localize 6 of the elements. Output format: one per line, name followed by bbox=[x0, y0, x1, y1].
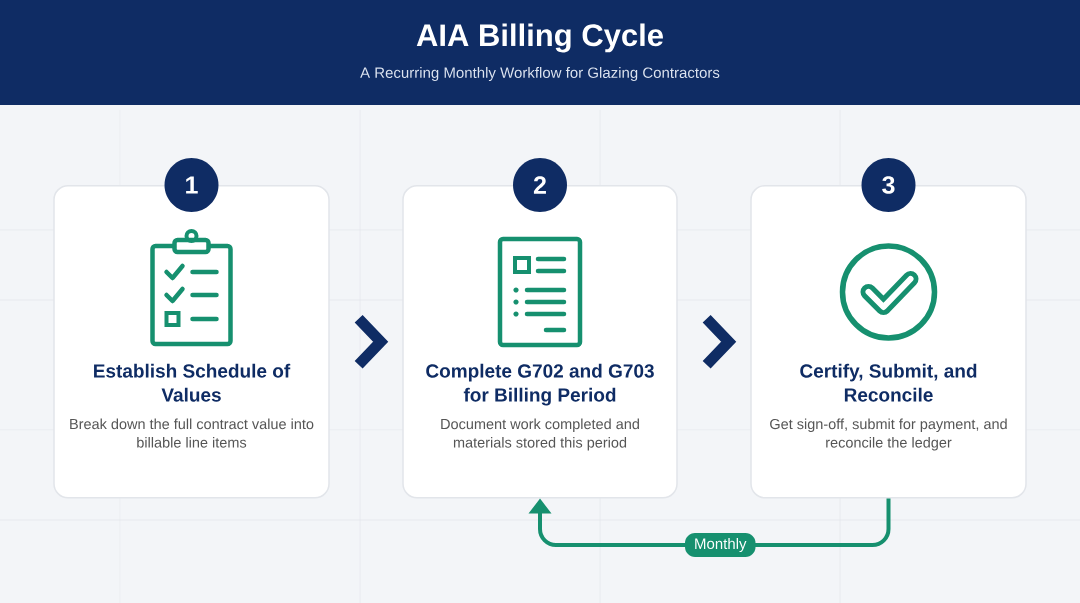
step-number: 2 bbox=[513, 158, 567, 212]
edge-label: Monthly bbox=[685, 533, 756, 557]
subtitle: A Recurring Monthly Workflow for Glazing Contractors bbox=[360, 67, 720, 81]
step-number: 1 bbox=[164, 158, 219, 212]
step-number: 3 bbox=[861, 158, 916, 212]
title: AIA Billing Cycle bbox=[416, 23, 663, 53]
